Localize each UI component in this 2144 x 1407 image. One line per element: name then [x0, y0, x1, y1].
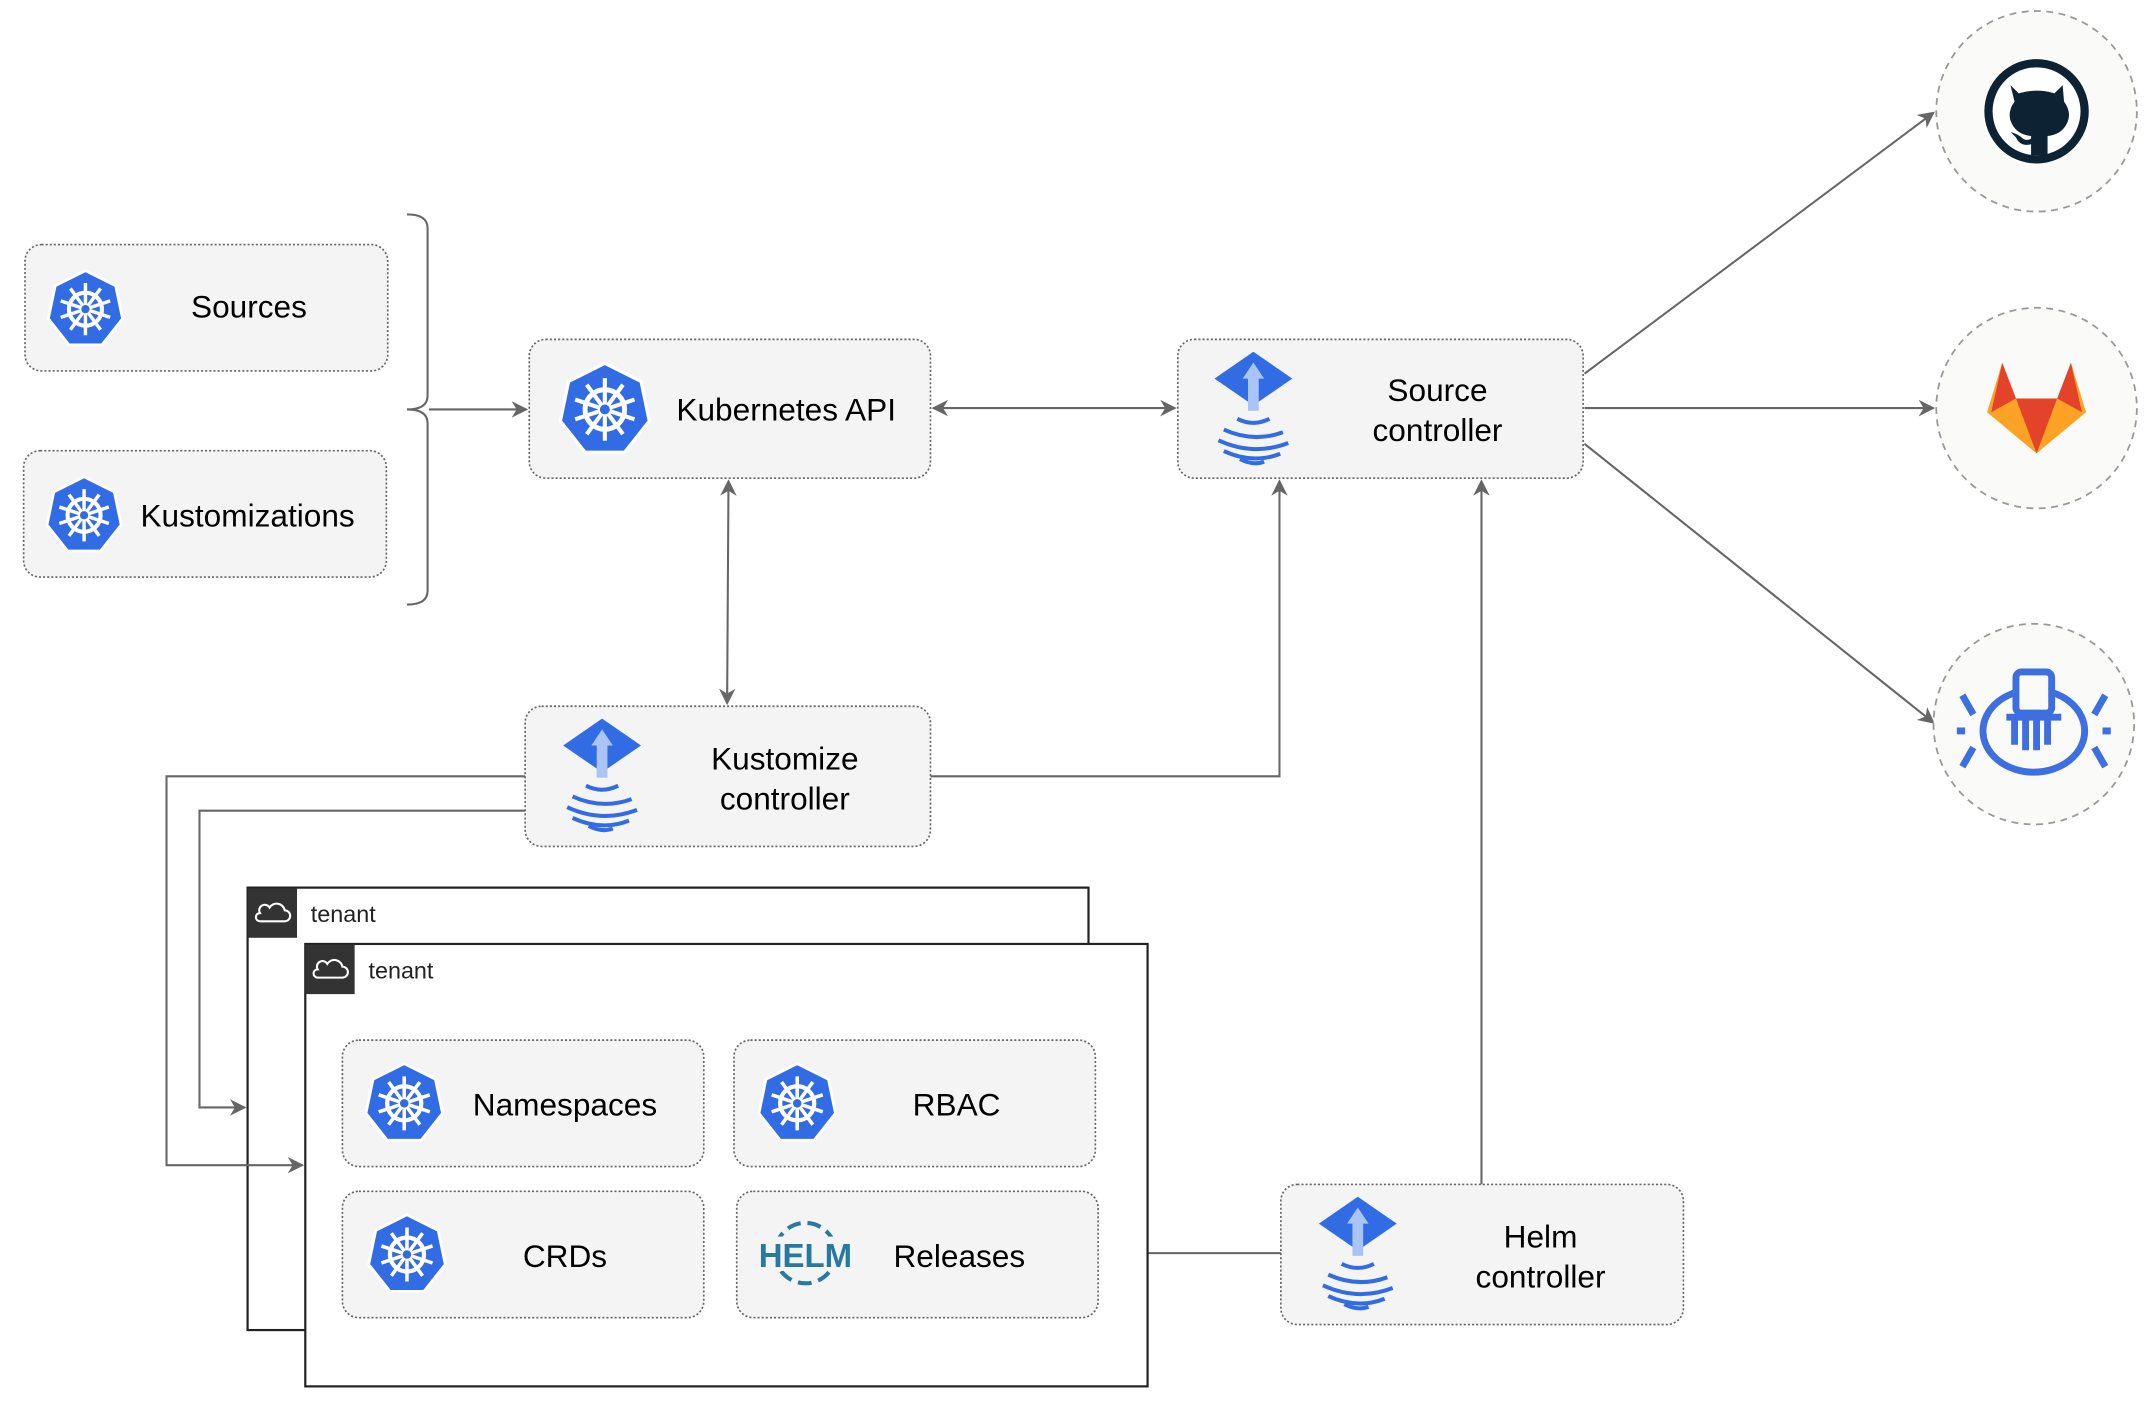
node-rbac[interactable]: RBAC	[733, 1039, 1097, 1168]
node-label: Namespaces	[473, 1087, 657, 1123]
node-helm-controller[interactable]: Helm controller	[1280, 1183, 1685, 1326]
node-namespaces[interactable]: Namespaces	[341, 1039, 705, 1168]
node-label: Kustomizations	[140, 497, 354, 533]
node-kustomizations[interactable]: Kustomizations	[22, 449, 388, 578]
gitlab-source[interactable]	[1935, 306, 2138, 510]
node-kubernetes-api[interactable]: Kubernetes API	[528, 338, 932, 479]
cloud-icon	[305, 943, 355, 995]
node-label: Kustomize	[711, 740, 858, 776]
node-releases[interactable]: HELM Releases	[735, 1190, 1099, 1319]
github-icon	[1984, 59, 2089, 164]
gitlab-icon	[1987, 362, 2087, 454]
tenant-label: tenant	[311, 901, 376, 927]
bucket-icon	[1956, 668, 2111, 776]
edge-kustomize-to-tenant-front	[165, 775, 526, 1174]
node-sources[interactable]: Sources	[24, 243, 389, 372]
bucket-source[interactable]	[1932, 622, 2136, 826]
node-label: Kubernetes API	[676, 391, 896, 427]
node-label: controller	[1373, 412, 1503, 448]
node-label: controller	[720, 780, 850, 816]
edge-source-to-github	[1583, 111, 1935, 375]
sources-bracket	[406, 213, 429, 606]
node-label: Helm	[1504, 1219, 1578, 1255]
node-label: Releases	[893, 1238, 1025, 1274]
tenant-label: tenant	[369, 957, 434, 983]
svg-text:HELM: HELM	[759, 1237, 852, 1274]
edges	[406, 111, 1936, 1262]
node-crds[interactable]: CRDs	[341, 1190, 705, 1319]
edge-k8s-api-kustomize-controller	[718, 479, 737, 706]
node-label: Source	[1387, 372, 1487, 408]
node-label: Sources	[191, 288, 307, 324]
node-label: RBAC	[913, 1087, 1001, 1123]
edge-source-to-bucket	[1583, 443, 1935, 724]
node-label: controller	[1476, 1258, 1606, 1294]
helm-icon: HELM	[755, 1220, 855, 1286]
node-label: CRDs	[523, 1238, 607, 1274]
github-source[interactable]	[1935, 10, 2138, 213]
edge-kustomize-to-tenant-back	[198, 809, 526, 1116]
node-kustomize-controller[interactable]: Kustomize controller	[524, 705, 932, 848]
cloud-icon	[247, 887, 298, 939]
edge-kustomize-to-source	[930, 479, 1288, 778]
node-source-controller[interactable]: Source controller	[1176, 338, 1584, 479]
